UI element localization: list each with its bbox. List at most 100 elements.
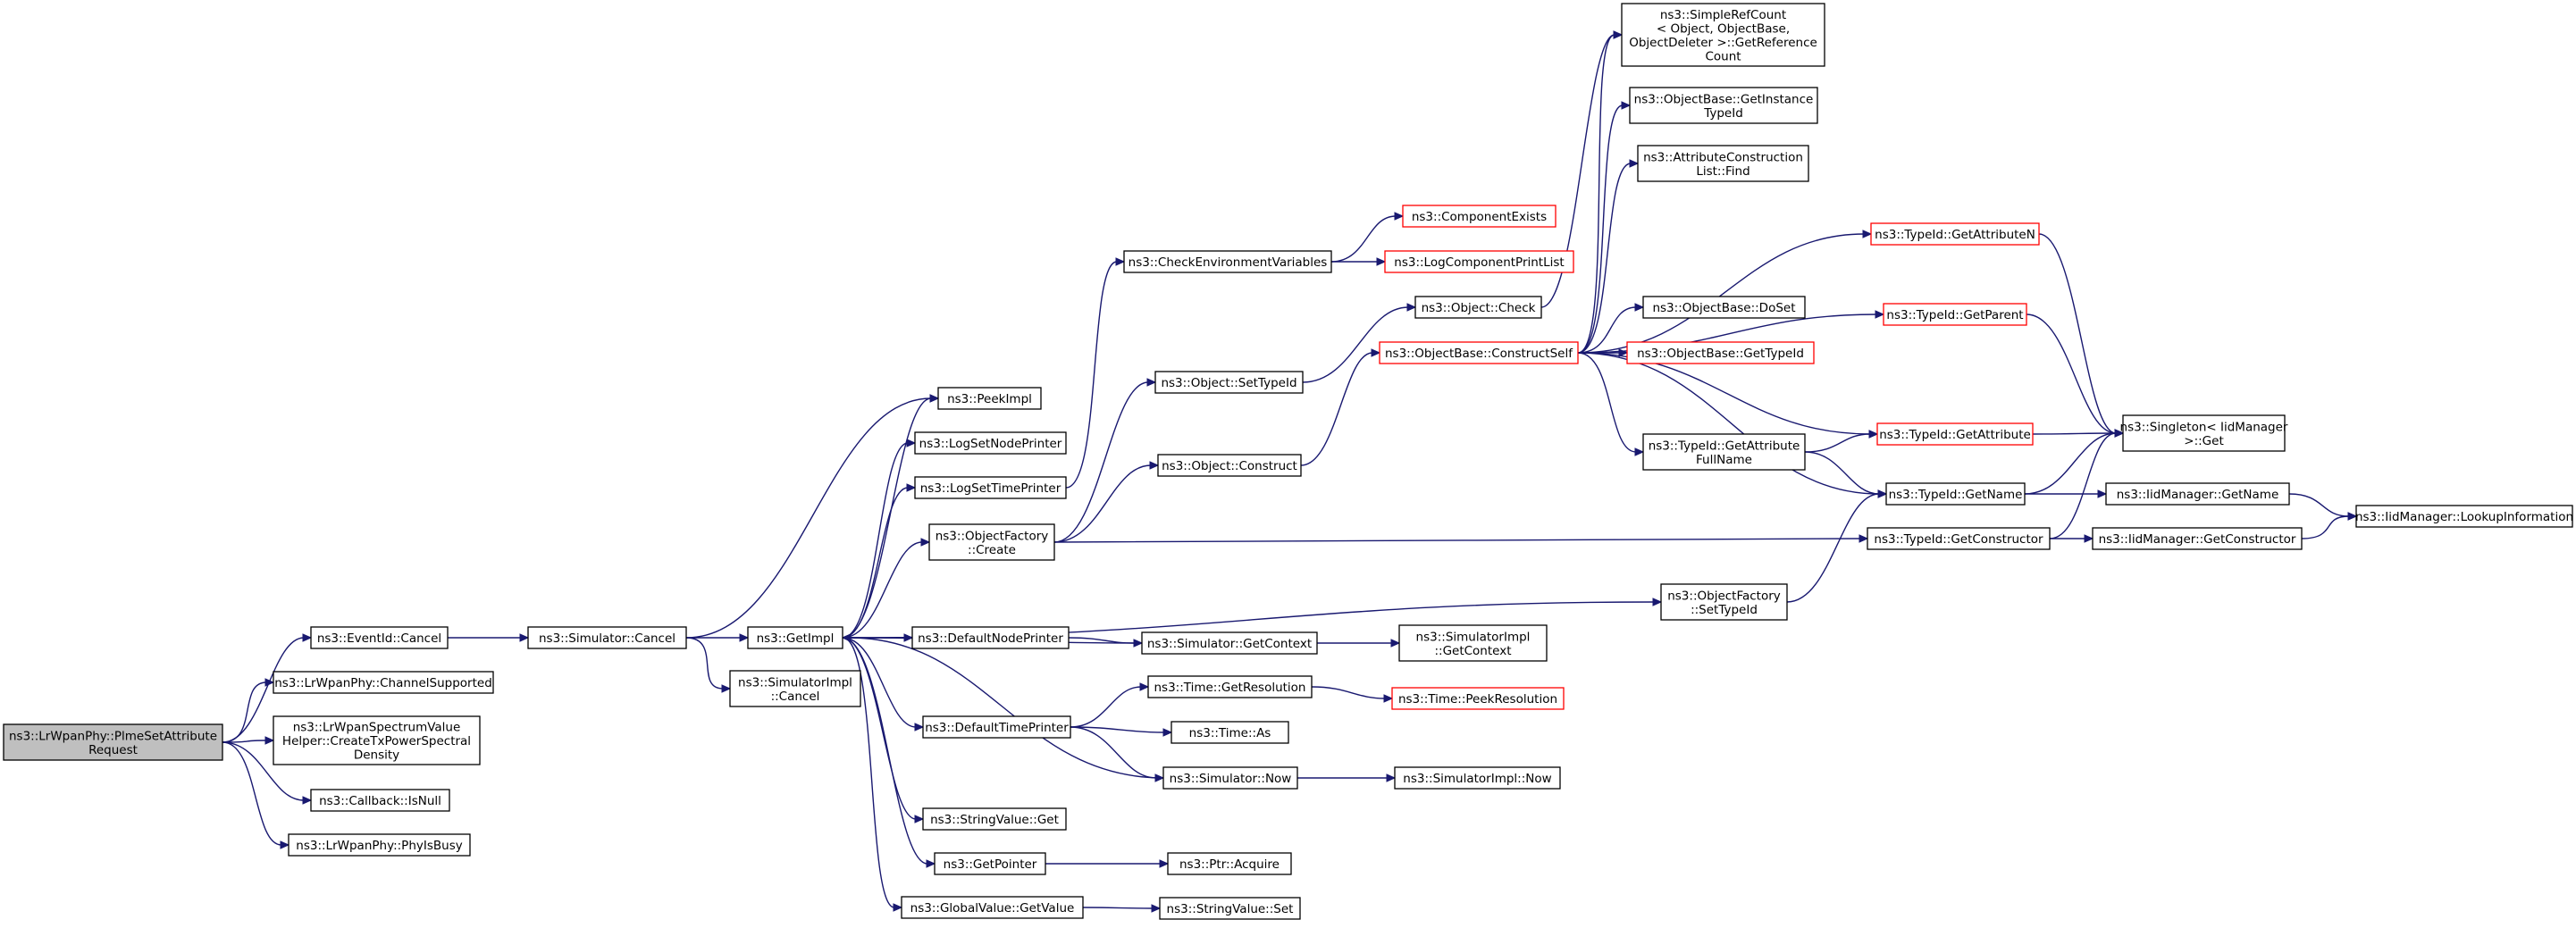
node-getPointer[interactable]: ns3::GetPointer [934,852,1046,875]
edge-line [2026,314,2117,434]
node-iidGetConstructor[interactable]: ns3::IidManager::GetConstructor [2092,527,2303,550]
node-timePeekResolution[interactable]: ns3::Time::PeekResolution [1391,687,1565,710]
node-stringValueSet[interactable]: ns3::StringValue::Set [1159,897,1301,920]
edge-getImpl-to-getPointer [842,637,936,868]
edge-objFactorySetTypeId-to-typeIdGetName [1786,489,1888,603]
edge-line [222,741,305,801]
node-singletonGet[interactable]: ns3::Singleton< IidManager>::Get [2120,414,2288,452]
node-objectBaseDoSet[interactable]: ns3::ObjectBase::DoSet [1642,296,1806,319]
node-peekImpl[interactable]: ns3::PeekImpl [937,387,1042,410]
node-typeIdGetAttributeN[interactable]: ns3::TypeId::GetAttributeN [1870,222,2040,246]
edge-line [1302,306,1409,383]
node-stringValueGet[interactable]: ns3::StringValue::Get [922,807,1067,831]
node-label: ns3::ObjectFactory [936,529,1049,543]
node-ptrAcquire[interactable]: ns3::Ptr::Acquire [1167,852,1292,875]
node-iidLookupInformation[interactable]: ns3::IidManager::LookupInformation [2355,505,2573,528]
node-label: ns3::Callback::IsNull [319,794,441,808]
edge-constructSelf-to-getInstanceTypeId [1577,101,1632,354]
edge-line [222,681,267,743]
node-simImplCancel[interactable]: ns3::SimulatorImpl::Cancel [729,670,861,707]
node-objectBaseGetTypeId[interactable]: ns3::ObjectBase::GetTypeId [1626,341,1815,364]
node-typeIdGetParent[interactable]: ns3::TypeId::GetParent [1883,303,2027,326]
node-box [1159,897,1301,920]
node-constructSelf[interactable]: ns3::ObjectBase::ConstructSelf [1379,341,1579,364]
node-checkEnvVars[interactable]: ns3::CheckEnvironmentVariables [1123,250,1332,273]
edge-arrowhead [2097,489,2108,498]
node-globalValueGetValue[interactable]: ns3::GlobalValue::GetValue [901,896,1084,919]
node-label: ns3::Singleton< IidManager [2120,420,2288,434]
edge-arrowhead [1390,639,1401,648]
node-label: ns3::EventId::Cancel [317,631,441,646]
edge-line [1577,306,1637,354]
node-simImplGetContext[interactable]: ns3::SimulatorImpl::GetContext [1398,624,1548,662]
node-label: Helper::CreateTxPowerSpectral [282,734,471,748]
edge-root-to-callbackIsNull [222,741,313,805]
node-phyIsBusy[interactable]: ns3::LrWpanPhy::PhyIsBusy [288,833,471,857]
node-objectSetTypeId[interactable]: ns3::Object::SetTypeId [1154,371,1304,394]
edge-arrowhead [2114,429,2125,438]
node-box [1402,205,1557,228]
node-channelSupported[interactable]: ns3::LrWpanPhy::ChannelSupported [273,671,494,694]
edge-arrowhead [1652,598,1663,606]
node-box [1123,250,1332,273]
edge-arrowhead [906,439,917,447]
node-eventCancel[interactable]: ns3::EventId::Cancel [310,626,449,649]
node-label: ns3::Object::SetTypeId [1161,376,1296,390]
node-getImpl[interactable]: ns3::GetImpl [747,626,843,649]
edge-constructSelf-to-objectBaseDoSet [1577,303,1645,354]
node-objFactorySetTypeId[interactable]: ns3::ObjectFactory::SetTypeId [1660,583,1788,621]
node-defaultNodePrinter[interactable]: ns3::DefaultNodePrinter [911,626,1070,649]
node-typeIdGetAttribute[interactable]: ns3::TypeId::GetAttribute [1876,422,2034,446]
node-objFactoryCreate[interactable]: ns3::ObjectFactory::Create [928,523,1055,561]
node-label: ns3::Simulator::Now [1170,772,1292,786]
node-iidGetName[interactable]: ns3::IidManager::GetName [2105,482,2290,506]
edge-objFactoryCreate-to-objectSetTypeId [1053,378,1157,543]
node-typeIdGetConstructor[interactable]: ns3::TypeId::GetConstructor [1867,527,2051,550]
edge-simNow-to-getImpl [841,633,1164,779]
edge-constructSelf-to-typeIdGetAttributeN [1577,230,1873,354]
edge-getImpl-to-globalValueGetValue [842,637,903,912]
node-typeIdGetName[interactable]: ns3::TypeId::GetName [1885,482,2026,506]
node-createTxPsd[interactable]: ns3::LrWpanSpectrumValueHelper::CreateTx… [273,715,481,765]
node-box [1883,303,2027,326]
edge-typeIdGetParent-to-singletonGet [2026,314,2125,438]
node-label: ns3::LogComponentPrintList [1394,255,1564,270]
edge-line [222,740,267,743]
edge-constructSelf-to-typeIdGetAttrFullName [1577,352,1645,456]
node-simNow[interactable]: ns3::Simulator::Now [1162,766,1298,790]
edge-getImpl-to-logSetTimePrinter [842,483,917,639]
node-logComponentPrintList[interactable]: ns3::LogComponentPrintList [1384,250,1574,273]
node-defaultTimePrinter[interactable]: ns3::DefaultTimePrinter [922,715,1071,739]
node-simGetContext[interactable]: ns3::Simulator::GetContext [1141,631,1318,655]
node-simpleRefCount[interactable]: ns3::SimpleRefCount< Object, ObjectBase,… [1621,3,1825,67]
node-logSetTimePrinter[interactable]: ns3::LogSetTimePrinter [914,476,1067,499]
node-label: ns3::LrWpanPhy::PlmeSetAttribute [9,729,217,743]
node-label: ns3::Object::Construct [1162,459,1297,473]
edge-line [1577,105,1624,354]
edge-line [685,397,932,639]
node-simImplNow[interactable]: ns3::SimulatorImpl::Now [1394,766,1561,790]
edge-line [1065,261,1118,489]
node-timeAs[interactable]: ns3::Time::As [1171,721,1289,744]
node-objectConstruct[interactable]: ns3::Object::Construct [1157,454,1302,477]
node-timeGetResolution[interactable]: ns3::Time::GetResolution [1147,675,1313,698]
edge-getImpl-to-peekImpl [842,394,940,639]
node-box [1660,583,1788,621]
node-callbackIsNull[interactable]: ns3::Callback::IsNull [310,789,450,812]
edge-objectSetTypeId-to-objectCheck [1302,303,1417,383]
edge-arrowhead [1115,257,1126,266]
node-componentExists[interactable]: ns3::ComponentExists [1402,205,1557,228]
node-logSetNodePrinter[interactable]: ns3::LogSetNodePrinter [914,431,1067,455]
edge-arrowhead [1394,212,1405,221]
node-simCancel[interactable]: ns3::Simulator::Cancel [527,626,687,649]
edge-line [1070,726,1165,733]
node-objectCheck[interactable]: ns3::Object::Check [1414,296,1542,319]
edge-arrowhead [1151,904,1162,913]
edge-line [1330,215,1397,263]
node-label: ns3::LrWpanPhy::ChannelSupported [274,676,492,690]
node-box [310,789,450,812]
